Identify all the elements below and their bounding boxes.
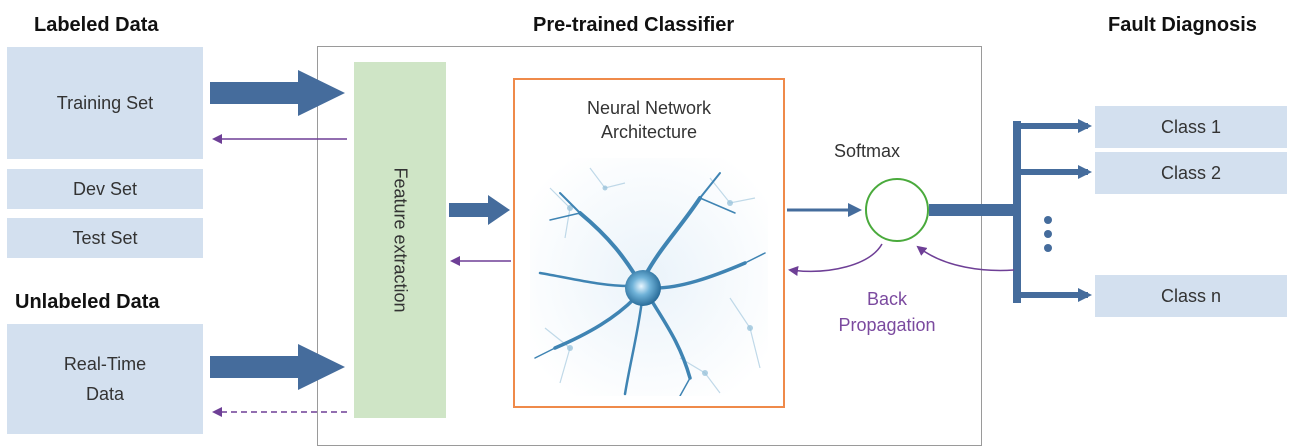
test-set-label: Test Set <box>72 227 138 248</box>
classifier-heading: Pre-trained Classifier <box>533 14 735 36</box>
class-1-label: Class 1 <box>1160 116 1222 137</box>
dev-set-label: Dev Set <box>72 178 138 199</box>
dev-set-box: Dev Set <box>7 169 203 209</box>
fanout-vertical-bar <box>1013 121 1021 303</box>
softmax-label: Softmax <box>834 141 901 161</box>
ellipsis-dots <box>1044 216 1052 252</box>
labeled-data-heading: Labeled Data <box>34 14 159 36</box>
class-n-label: Class n <box>1160 285 1222 306</box>
realtime-data-box: Real-Time Data <box>7 324 203 434</box>
feature-extraction-label: Feature extraction <box>390 167 411 313</box>
realtime-data-label: Real-Time Data <box>63 354 147 404</box>
training-set-label: Training Set <box>56 92 154 113</box>
class-2-box: Class 2 <box>1095 152 1287 194</box>
unlabeled-data-heading: Unlabeled Data <box>15 291 160 313</box>
neural-network-box: Neural Network Architecture <box>513 78 785 408</box>
class-1-box: Class 1 <box>1095 106 1287 148</box>
class-2-label: Class 2 <box>1160 162 1222 183</box>
training-set-box: Training Set <box>7 47 203 159</box>
back-propagation-label: Back Propagation <box>838 289 936 335</box>
neuron-image <box>530 158 768 396</box>
test-set-box: Test Set <box>7 218 203 258</box>
class-n-box: Class n <box>1095 275 1287 317</box>
neural-network-title: Neural Network Architecture <box>586 98 712 142</box>
fault-diagnosis-heading: Fault Diagnosis <box>1108 14 1257 36</box>
feature-extraction-box: Feature extraction <box>354 62 446 418</box>
